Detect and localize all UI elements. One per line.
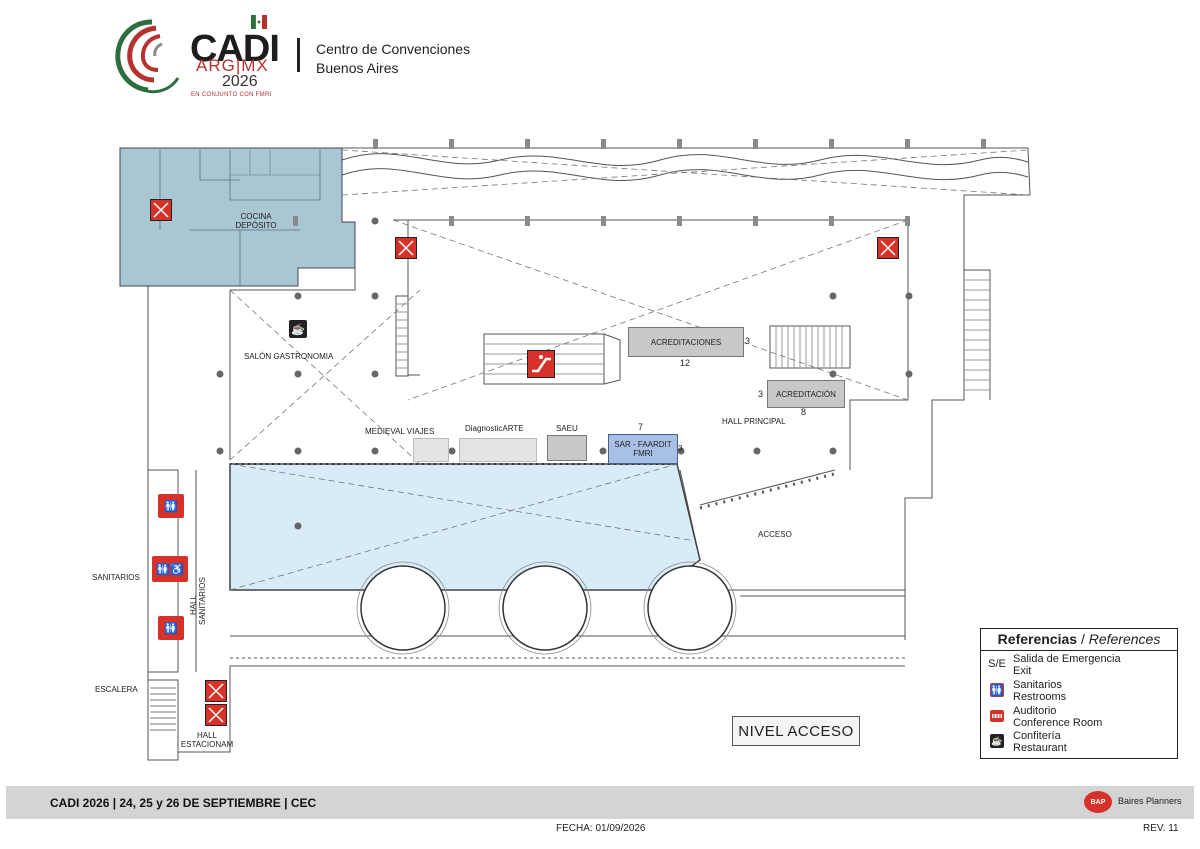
circular-structures	[360, 565, 733, 651]
legend-item-restrooms: 🚻 Sanitarios Restrooms	[981, 678, 1177, 703]
emergency-exit-icon	[150, 199, 172, 221]
legend-item-es: Salida de Emergencia	[1013, 653, 1121, 665]
header-divider	[297, 38, 300, 72]
legend-item-en: Restrooms	[1013, 691, 1067, 703]
restroom-icon: 🚻	[990, 683, 1004, 697]
acreditaciones-count: 12	[680, 358, 691, 368]
level-label: NIVEL ACCESO	[732, 716, 860, 746]
gastronomy-label: SALÓN GASTRONOMIA	[244, 352, 334, 361]
access-label: ACCESO	[758, 530, 792, 539]
legend-title-es: Referencias	[997, 631, 1078, 647]
cafe-icon: ☕	[990, 734, 1004, 748]
restroom-icon: 🚻	[158, 616, 184, 640]
sar-side-number: 3	[678, 444, 683, 453]
restrooms-hall-label: HALL SANITARIOS	[189, 577, 207, 625]
booth-sar-faardit: SAR - FAARDIT FMRI	[608, 434, 678, 464]
mexico-flag-icon	[251, 15, 267, 29]
parking-hall-label: HALL ESTACIONAM	[172, 731, 242, 749]
booth-acreditacion: ACREDITACIÓN	[767, 380, 845, 408]
accessible-restroom-icon: 🚻♿	[152, 556, 188, 582]
legend-item-es: Sanitarios	[1013, 679, 1062, 691]
legend-item-auditorium: Auditorio Conference Room	[981, 704, 1177, 729]
footer-bar	[6, 786, 1194, 819]
legend-item-text: Salida de Emergencia Exit	[1013, 653, 1121, 677]
venue-name: Centro de Convenciones Buenos Aires	[316, 40, 470, 78]
booth-medieval	[413, 438, 449, 462]
company-logo: BAP	[1084, 791, 1112, 813]
column-dots	[216, 217, 913, 530]
venue-line-2: Buenos Aires	[316, 60, 399, 76]
legend-item-text: Sanitarios Restrooms	[1013, 679, 1066, 703]
company-name: Baires Planners	[1118, 796, 1182, 806]
cafe-icon: ☕	[289, 320, 307, 338]
acreditaciones-side-number: 3	[745, 336, 751, 346]
legend-title: Referencias / References	[981, 629, 1177, 651]
main-hall-label: HALL PRINCIPAL	[722, 417, 786, 426]
emergency-exit-icon	[205, 680, 227, 702]
booth-acreditaciones: ACREDITACIONES	[628, 327, 744, 357]
restroom-icon: 🚻	[158, 494, 184, 518]
footer-revision: REV. 11	[1143, 823, 1179, 834]
saeu-label: SAEU	[556, 424, 578, 433]
parking-hall-line1: HALL	[196, 731, 217, 740]
parking-hall-line2: ESTACIONAM	[180, 740, 234, 749]
emergency-exit-icon	[205, 704, 227, 726]
footer-date: FECHA: 01/09/2026	[556, 823, 646, 834]
legend-title-en: References	[1088, 631, 1161, 647]
legend-item-en: Restaurant	[1013, 742, 1067, 754]
booth-sar-line2: FMRI	[633, 449, 653, 458]
emergency-exit-icon	[877, 237, 899, 259]
auditorium-icon	[990, 710, 1004, 722]
legend-item-es: Auditorio	[1013, 705, 1057, 717]
medieval-label: MEDIEVAL VIAJES	[365, 427, 435, 436]
legend-item-es: Confitería	[1013, 730, 1061, 742]
stairs-label: ESCALERA	[95, 685, 138, 694]
restrooms-hall-line2: SANITARIOS	[198, 577, 207, 625]
kitchen-label-line1: COCINA	[240, 212, 272, 221]
booth-saeu	[547, 435, 587, 461]
legend-item-text: Confitería Restaurant	[1013, 730, 1067, 754]
kitchen-label-line2: DEPÓSITO	[235, 221, 277, 230]
footer-event: CADI 2026 | 24, 25 y 26 DE SEPTIEMBRE | …	[50, 796, 317, 810]
emergency-exit-icon	[395, 237, 417, 259]
sar-count: 7	[638, 422, 644, 432]
legend-item-en: Conference Room	[1013, 717, 1103, 729]
restrooms-hall-line1: HALL	[189, 595, 198, 616]
legend-item-cafe: ☕ Confitería Restaurant	[981, 729, 1177, 754]
logo-year: 2026	[222, 73, 258, 90]
acreditacion-side-number: 3	[758, 389, 764, 399]
acreditacion-count: 8	[801, 407, 807, 417]
legend-item-en: Exit	[1013, 665, 1032, 677]
booth-diagnosticarte	[459, 438, 537, 462]
legend-box: Referencias / References S/E Salida de E…	[980, 628, 1178, 759]
booth-acreditacion-label: ACREDITACIÓN	[776, 389, 836, 399]
booth-sar-line1: SAR - FAARDIT	[614, 440, 672, 449]
kitchen-block	[119, 147, 356, 287]
cadi-logo-emblem	[115, 19, 180, 94]
logo-tagline: EN CONJUNTO CON FMRI	[191, 92, 272, 98]
kitchen-label: COCINA DEPÓSITO	[230, 212, 282, 230]
exit-sign-icon: S/E	[988, 658, 1006, 670]
legend-item-exit: S/E Salida de Emergencia Exit	[981, 652, 1177, 677]
booth-acreditaciones-label: ACREDITACIONES	[650, 337, 722, 347]
legend-item-text: Auditorio Conference Room	[1013, 705, 1102, 729]
escalator-icon	[527, 350, 555, 378]
venue-line-1: Centro de Convenciones	[316, 41, 471, 57]
restrooms-label: SANITARIOS	[92, 573, 140, 582]
logo-title: CADI	[190, 28, 280, 70]
diagnosticarte-label: DiagnosticARTE	[465, 424, 524, 433]
logo-countries: ARG|MX	[196, 56, 269, 75]
